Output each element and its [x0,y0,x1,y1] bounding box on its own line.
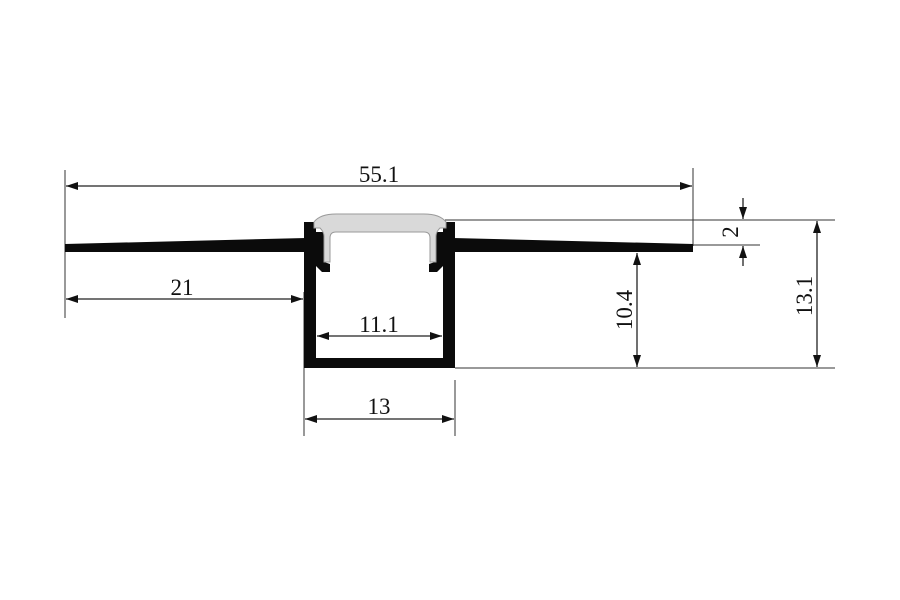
left-clip [316,232,330,272]
diffuser-cover [313,213,447,263]
flange-width-label: 21 [171,275,194,300]
outer-width-label: 13 [368,394,391,419]
total-height-label: 13.1 [792,276,817,316]
inner-width-label: 11.1 [359,312,398,337]
inner-height-label: 10.4 [612,289,637,330]
cover-height-label: 2 [718,226,743,238]
right-flange [453,238,693,252]
aluminium-profile [65,213,693,368]
dimension-lines [66,182,821,423]
overall-width-label: 55.1 [359,162,399,187]
dimension-labels: 55.1 21 11.1 13 10.4 13.1 2 [171,162,818,419]
left-flange [65,238,306,252]
